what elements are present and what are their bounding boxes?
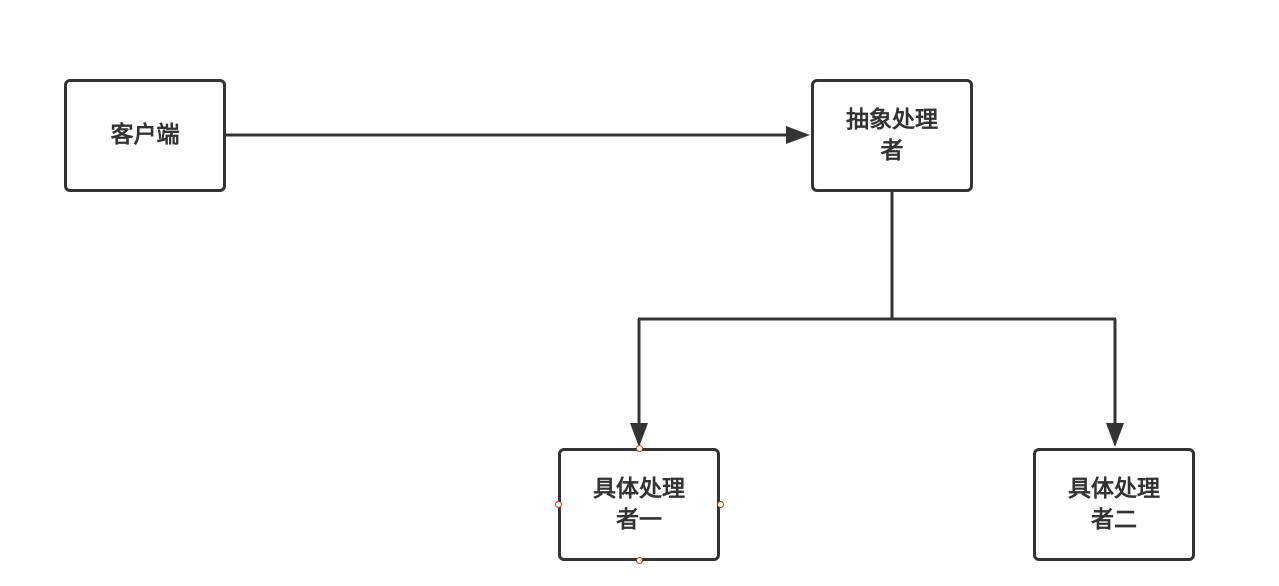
client-node[interactable]: 客户端 (64, 79, 226, 192)
arrowhead-concrete-1 (630, 423, 648, 447)
selection-handle-bottom[interactable] (636, 557, 643, 564)
arrowhead-abstract (786, 126, 810, 144)
selection-handle-right[interactable] (717, 501, 724, 508)
concrete-handler-1-node[interactable]: 具体处理者一 (558, 448, 720, 561)
selection-handle-left[interactable] (555, 501, 562, 508)
abstract-handler-node[interactable]: 抽象处理者 (811, 79, 973, 192)
selection-handle-top[interactable] (636, 445, 643, 452)
concrete-handler-2-node[interactable]: 具体处理者二 (1033, 448, 1195, 561)
arrowhead-concrete-2 (1106, 423, 1124, 447)
client-node-label: 客户端 (110, 122, 180, 148)
abstract-handler-node-label: 抽象处理者 (846, 106, 938, 164)
concrete-handler-1-node-label: 具体处理者一 (593, 475, 685, 533)
concrete-handler-2-node-label: 具体处理者二 (1068, 475, 1160, 533)
